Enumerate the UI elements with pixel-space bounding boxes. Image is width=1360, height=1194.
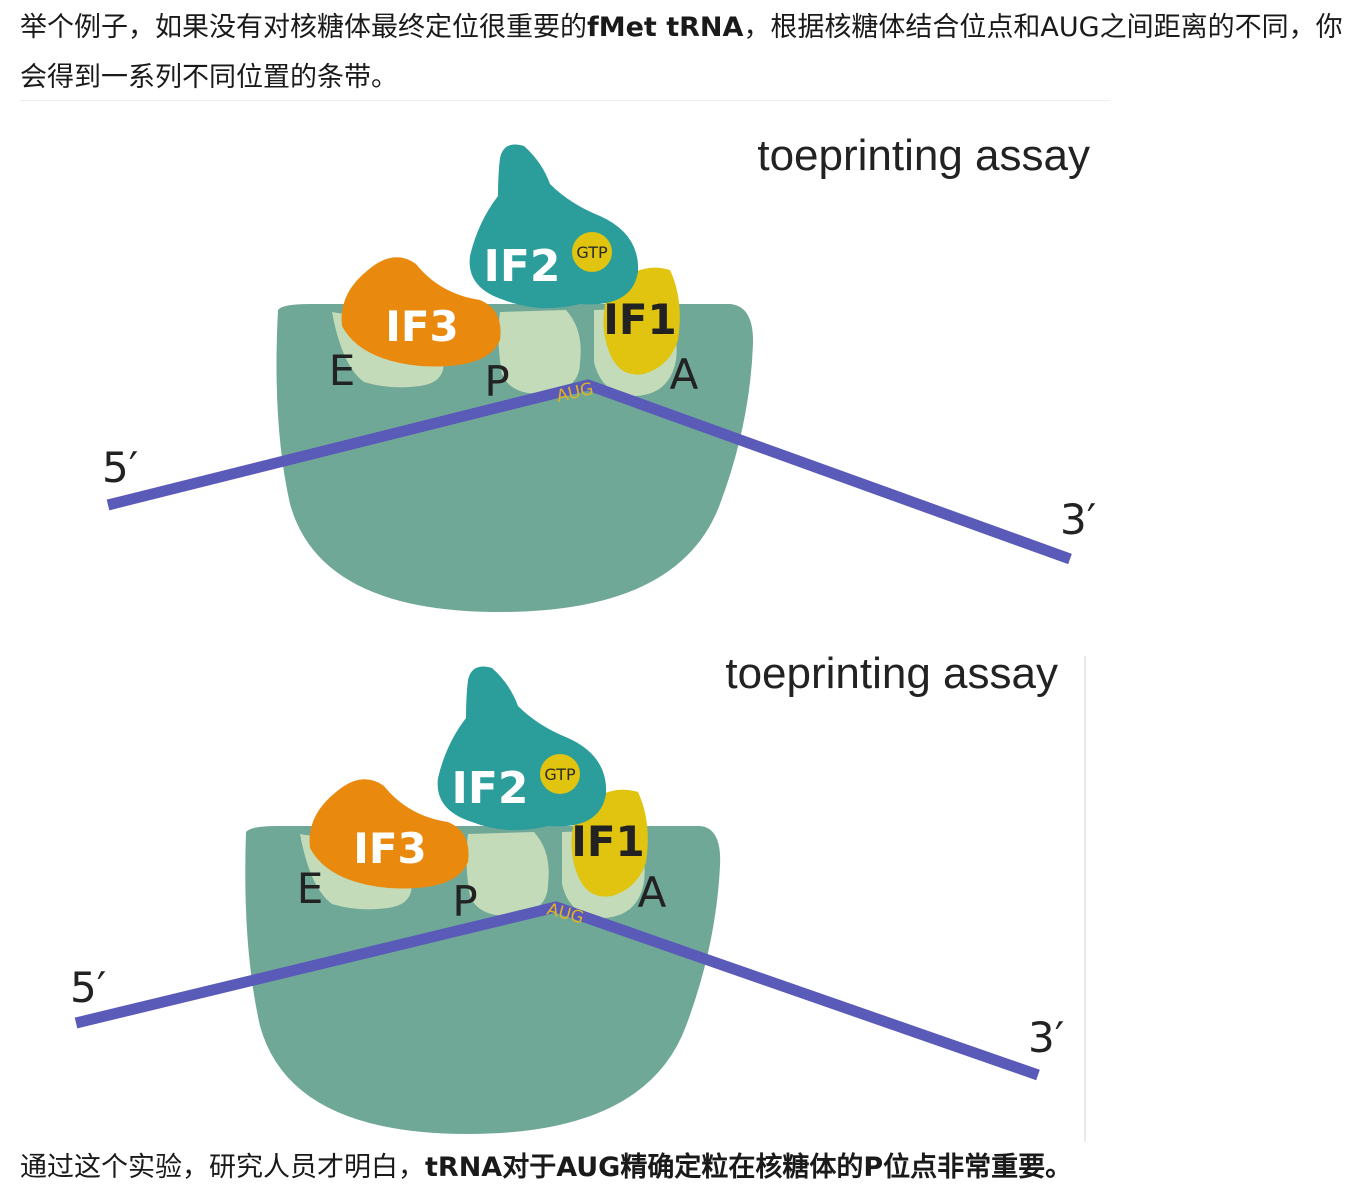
mrna-strand	[106, 379, 1072, 565]
divider	[20, 100, 1110, 101]
if3-label: IF3	[385, 302, 459, 351]
five-prime-label: 5′	[70, 963, 106, 1012]
p-site-label: P	[452, 877, 477, 926]
if1-label: IF1	[571, 817, 645, 866]
ribosome-diagram-2: toeprinting assay IF1 IF3 IF2 GTP E P A …	[70, 649, 1064, 1134]
three-prime-label: 3′	[1060, 495, 1096, 544]
figure-border	[1084, 656, 1086, 1142]
conclusion-paragraph: 通过这个实验，研究人员才明白，tRNA对于AUG精确定粒在核糖体的P位点非常重要…	[20, 1143, 1350, 1193]
intro-text-c: ，根据核糖体结合位点和AUG之间距离的不同，你会得到一系列不同位置的条带。	[20, 12, 1343, 93]
five-prime-label: 5′	[102, 443, 138, 492]
p-site-pocket	[466, 832, 549, 916]
three-prime-label: 3′	[1028, 1013, 1064, 1062]
e-site-label: E	[329, 346, 356, 395]
p-site-label: P	[484, 357, 509, 406]
p-site-pocket	[498, 310, 581, 394]
gtp-badge	[572, 232, 612, 272]
conclusion-text-a: 通过这个实验，研究人员才明白，	[20, 1152, 425, 1183]
conclusion-text-bold: tRNA对于AUG精确定粒在核糖体的P位点非常重要。	[425, 1152, 1073, 1183]
if3-label: IF3	[353, 824, 427, 873]
mrna-strand	[74, 901, 1040, 1081]
if3-factor	[341, 257, 501, 367]
if2-label: IF2	[483, 241, 560, 292]
if1-label: IF1	[603, 295, 677, 344]
a-site-label: A	[638, 868, 667, 917]
gtp-label: GTP	[576, 243, 608, 262]
figure-title: toeprinting assay	[757, 131, 1090, 180]
if2-label: IF2	[451, 763, 528, 814]
gtp-badge	[540, 754, 580, 794]
intro-paragraph: 举个例子，如果没有对核糖体最终定位很重要的fMet tRNA，根据核糖体结合位点…	[20, 3, 1350, 103]
if3-factor	[309, 779, 469, 889]
ribosome-diagram-1: toeprinting assay IF1 IF3 IF2 GTP E P A …	[102, 131, 1096, 612]
intro-text-a: 举个例子，如果没有对核糖体最终定位很重要的	[20, 12, 587, 43]
toeprinting-figure-2: toeprinting assay IF1 IF3 IF2 GTP E P A …	[20, 622, 1088, 1142]
toeprinting-figure-1: toeprinting assay IF1 IF3 IF2 GTP E P A …	[20, 104, 1110, 620]
gtp-label: GTP	[544, 765, 576, 784]
e-site-label: E	[297, 864, 324, 913]
intro-text-bold: fMet tRNA	[587, 12, 744, 43]
figure-title: toeprinting assay	[725, 649, 1058, 698]
a-site-label: A	[670, 350, 699, 399]
